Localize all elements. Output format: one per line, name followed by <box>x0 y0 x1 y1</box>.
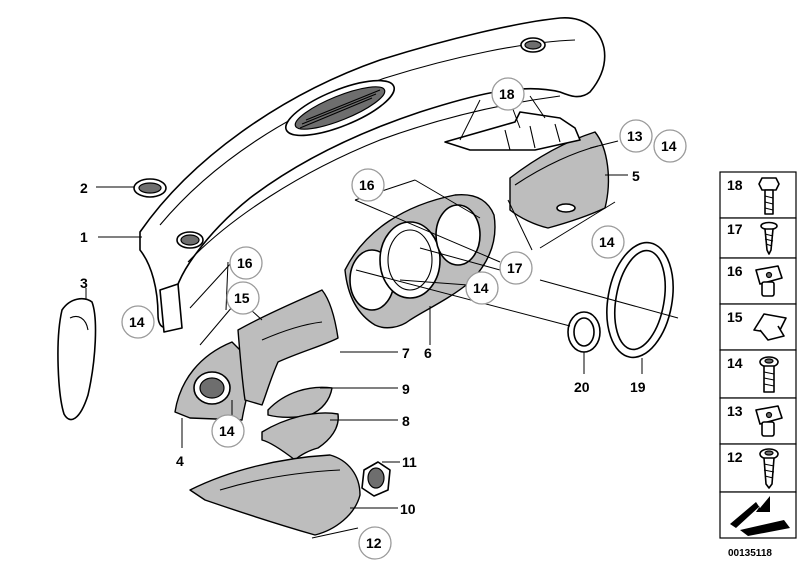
clip-nut-icon <box>755 265 783 297</box>
steering-column-cover-upper <box>267 386 333 418</box>
svg-text:17: 17 <box>507 260 523 276</box>
callout-20: 20 <box>574 379 590 395</box>
callout-14-glovebox-top: 14 <box>653 129 687 163</box>
svg-text:14: 14 <box>727 355 743 371</box>
callout-8: 8 <box>402 413 410 429</box>
gauge-ring-large <box>606 241 674 359</box>
legend-item-18: 18 <box>719 171 797 219</box>
clip-nut-small-icon <box>755 405 783 437</box>
left-trim-panel <box>174 341 252 421</box>
washer-screw-icon <box>759 356 779 393</box>
svg-text:18: 18 <box>499 86 515 102</box>
callout-14-lower: 14 <box>211 414 245 448</box>
svg-text:14: 14 <box>661 138 677 154</box>
svg-text:14: 14 <box>599 234 615 250</box>
legend-item-13: 13 <box>719 397 797 445</box>
callout-18: 18 <box>491 77 525 111</box>
callout-7: 7 <box>402 345 410 361</box>
bolt-icon <box>758 177 780 215</box>
callout-14-left: 14 <box>121 305 155 339</box>
callout-4: 4 <box>176 453 184 469</box>
gauge-ring-small <box>567 311 601 353</box>
upper-trim-cover <box>237 289 339 406</box>
legend-item-15: 15 <box>719 303 797 351</box>
callout-19: 19 <box>630 379 646 395</box>
svg-text:14: 14 <box>219 423 235 439</box>
svg-text:14: 14 <box>129 314 145 330</box>
screw-icon <box>760 221 778 255</box>
callout-14-cluster: 14 <box>465 271 499 305</box>
steering-column-cover-lower <box>261 412 339 461</box>
side-vent-part <box>133 178 167 198</box>
callout-13: 13 <box>619 119 653 153</box>
callout-15: 15 <box>226 281 260 315</box>
callout-12: 12 <box>358 526 392 560</box>
callout-10: 10 <box>400 501 416 517</box>
callout-9: 9 <box>402 381 410 397</box>
callout-3: 3 <box>80 275 88 291</box>
svg-text:12: 12 <box>366 535 382 551</box>
svg-text:13: 13 <box>727 403 743 419</box>
svg-text:18: 18 <box>727 177 743 193</box>
legend-item-12: 12 <box>719 443 797 493</box>
legend-item-14: 14 <box>719 349 797 399</box>
callout-16-left: 16 <box>229 246 263 280</box>
legend-item-17: 17 <box>719 217 797 259</box>
callout-14-glovebox-bottom: 14 <box>591 225 625 259</box>
switch-part <box>361 461 391 497</box>
callout-6: 6 <box>424 345 432 361</box>
legend-item-16: 16 <box>719 257 797 305</box>
callout-11: 11 <box>402 454 417 470</box>
svg-text:12: 12 <box>727 449 743 465</box>
spring-clip-icon <box>753 313 787 341</box>
fastener-legend: 18 17 16 <box>719 171 797 539</box>
instrument-cluster-housing <box>344 193 496 329</box>
document-id: 00135118 <box>728 548 772 559</box>
pan-head-screw-icon <box>759 448 779 489</box>
legend-arrow-box <box>719 491 797 539</box>
callout-17: 17 <box>499 251 533 285</box>
arrow-icon <box>730 496 790 536</box>
callout-5: 5 <box>632 168 640 184</box>
svg-text:13: 13 <box>627 128 643 144</box>
callout-16-cluster: 16 <box>351 168 385 202</box>
left-end-cover <box>57 297 97 421</box>
svg-text:16: 16 <box>237 255 253 271</box>
svg-text:15: 15 <box>234 290 250 306</box>
callout-2: 2 <box>80 180 88 196</box>
svg-text:17: 17 <box>727 221 743 237</box>
knee-panel <box>189 454 361 536</box>
center-vent <box>285 79 395 137</box>
dashboard-carrier <box>139 17 606 333</box>
svg-text:16: 16 <box>359 177 375 193</box>
svg-text:16: 16 <box>727 263 743 279</box>
svg-text:14: 14 <box>473 280 489 296</box>
glove-box-bracket <box>444 111 581 151</box>
callout-1: 1 <box>80 229 88 245</box>
svg-text:15: 15 <box>727 309 743 325</box>
